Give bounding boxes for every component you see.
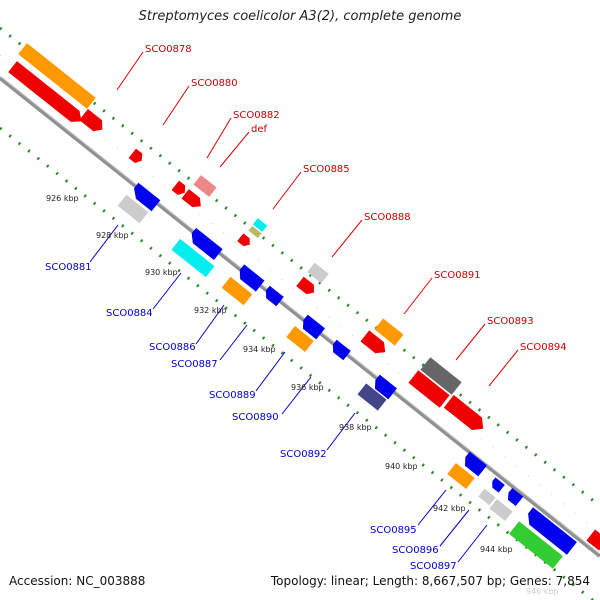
gene-block-sco0880a[interactable] xyxy=(79,109,106,135)
leader-sco0892 xyxy=(326,412,356,451)
gene-label-def[interactable]: def xyxy=(251,124,268,135)
outer-reverse-track xyxy=(0,126,595,600)
scale-tick-930: 930 kbp xyxy=(145,268,178,277)
gene-label-sco0891[interactable]: SCO0891 xyxy=(434,270,481,281)
gene-block-sco0882[interactable] xyxy=(193,175,217,197)
gene-block-sco0885b[interactable] xyxy=(248,225,262,239)
gene-label-sco0882[interactable]: SCO0882 xyxy=(233,110,280,121)
gene-block-def-a[interactable] xyxy=(171,180,189,198)
accession-text: Accession: NC_003888 xyxy=(9,574,146,588)
gene-label-sco0895[interactable]: SCO0895 xyxy=(370,525,417,536)
scale-tick-946: 946 kbp xyxy=(526,587,559,596)
gene-label-sco0881[interactable]: SCO0881 xyxy=(45,262,92,273)
gene-block-sco0894[interactable] xyxy=(443,395,488,435)
gene-block-sco0888[interactable] xyxy=(307,262,329,284)
gene-block-sco0893[interactable] xyxy=(420,357,462,395)
scale-tick-928: 928 kbp xyxy=(96,231,129,240)
scale-tick-938: 938 kbp xyxy=(339,423,372,432)
gene-block-sco0889[interactable] xyxy=(286,326,314,352)
gene-block-sco0892a[interactable] xyxy=(371,374,397,400)
gene-block-sco0886[interactable] xyxy=(221,276,253,306)
scale-tick-934: 934 kbp xyxy=(243,345,276,354)
leader-sco0893 xyxy=(455,323,486,361)
scale-tick-932: 932 kbp xyxy=(194,306,227,315)
leader-sco0895 xyxy=(417,489,447,526)
gene-block-sco0887[interactable] xyxy=(262,285,284,307)
gene-block-sco0885a[interactable] xyxy=(252,218,268,232)
scale-tick-942: 942 kbp xyxy=(433,504,466,513)
leader-sco0880 xyxy=(162,85,190,126)
leader-sco0890 xyxy=(281,376,312,415)
leader-sco0897 xyxy=(457,524,488,563)
scale-tick-944: 944 kbp xyxy=(480,545,513,554)
leader-sco0881 xyxy=(89,224,119,263)
gene-block-sco0886a[interactable] xyxy=(235,264,265,292)
gene-label-sco0890[interactable]: SCO0890 xyxy=(232,412,279,423)
leader-sco0888 xyxy=(331,219,363,258)
gene-block-sco0897b[interactable] xyxy=(523,507,577,555)
gene-block-sco0897c[interactable] xyxy=(509,521,563,569)
scale-tick-926: 926 kbp xyxy=(46,194,79,203)
gene-label-sco0880[interactable]: SCO0880 xyxy=(191,78,238,89)
leader-def xyxy=(219,131,250,168)
gene-label-sco0896[interactable]: SCO0896 xyxy=(392,545,439,556)
leader-sco0889 xyxy=(255,351,286,392)
scale-tick-936: 936 kbp xyxy=(291,383,324,392)
leader-sco0882 xyxy=(206,117,232,159)
gene-label-sco0893[interactable]: SCO0893 xyxy=(487,316,534,327)
gene-block-sco0885[interactable] xyxy=(237,233,253,248)
gene-block-sco0879[interactable] xyxy=(8,61,86,127)
gene-block-sco0896a[interactable] xyxy=(489,477,505,493)
gene-block-sco0888b[interactable] xyxy=(296,276,318,298)
gene-block-sco0898[interactable] xyxy=(586,529,600,551)
gene-label-sco0889[interactable]: SCO0889 xyxy=(209,390,256,401)
gene-label-sco0894[interactable]: SCO0894 xyxy=(520,342,567,353)
gene-block-sco0893b[interactable] xyxy=(408,370,450,408)
gene-label-sco0888[interactable]: SCO0888 xyxy=(364,212,411,223)
gene-block-sco0878[interactable] xyxy=(18,43,96,109)
gene-label-sco0885[interactable]: SCO0885 xyxy=(303,164,350,175)
map-title: Streptomyces coelicolor A3(2), complete … xyxy=(138,9,462,24)
gene-block-sco0884a[interactable] xyxy=(187,227,223,261)
gene-block-sco0897[interactable] xyxy=(489,499,513,521)
gene-block-sco0881b[interactable] xyxy=(117,194,149,224)
leader-sco0878 xyxy=(116,51,144,91)
scale-tick-940: 940 kbp xyxy=(385,462,418,471)
gene-block-sco0881[interactable] xyxy=(130,182,161,212)
gene-block-def[interactable] xyxy=(181,189,204,211)
gene-block-sco0892[interactable] xyxy=(357,383,387,411)
genome-backbone-highlight xyxy=(0,75,600,555)
gene-block-sco0880[interactable] xyxy=(128,148,146,166)
leader-sco0891 xyxy=(403,277,433,315)
topology-stats-text: Topology: linear; Length: 8,667,507 bp; … xyxy=(270,574,590,588)
gene-label-sco0884[interactable]: SCO0884 xyxy=(106,308,153,319)
gene-block-sco0895a[interactable] xyxy=(461,451,487,477)
gene-block-sco0884[interactable] xyxy=(171,238,215,278)
genome-backbone xyxy=(0,76,600,558)
gene-label-sco0887[interactable]: SCO0887 xyxy=(171,359,218,370)
gene-block-sco0890[interactable] xyxy=(329,339,351,361)
leader-sco0885 xyxy=(272,171,302,210)
gene-label-sco0897[interactable]: SCO0897 xyxy=(410,561,457,572)
gene-block-sco0895[interactable] xyxy=(447,463,475,489)
leader-sco0886 xyxy=(195,304,225,345)
gene-block-sco0889a[interactable] xyxy=(299,314,325,340)
gene-block-sco0896[interactable] xyxy=(478,488,496,506)
leader-sco0884 xyxy=(152,272,182,310)
gene-block-sco0891[interactable] xyxy=(374,318,404,346)
leader-sco0896 xyxy=(439,509,470,547)
gene-block-sco0891b[interactable] xyxy=(360,330,389,357)
gene-block-sco0896b[interactable] xyxy=(505,487,524,507)
gene-label-sco0878[interactable]: SCO0878 xyxy=(145,44,192,55)
leader-sco0887 xyxy=(219,324,248,361)
leader-sco0894 xyxy=(488,349,519,387)
gene-label-sco0886[interactable]: SCO0886 xyxy=(149,342,196,353)
gene-label-sco0892[interactable]: SCO0892 xyxy=(280,449,327,460)
